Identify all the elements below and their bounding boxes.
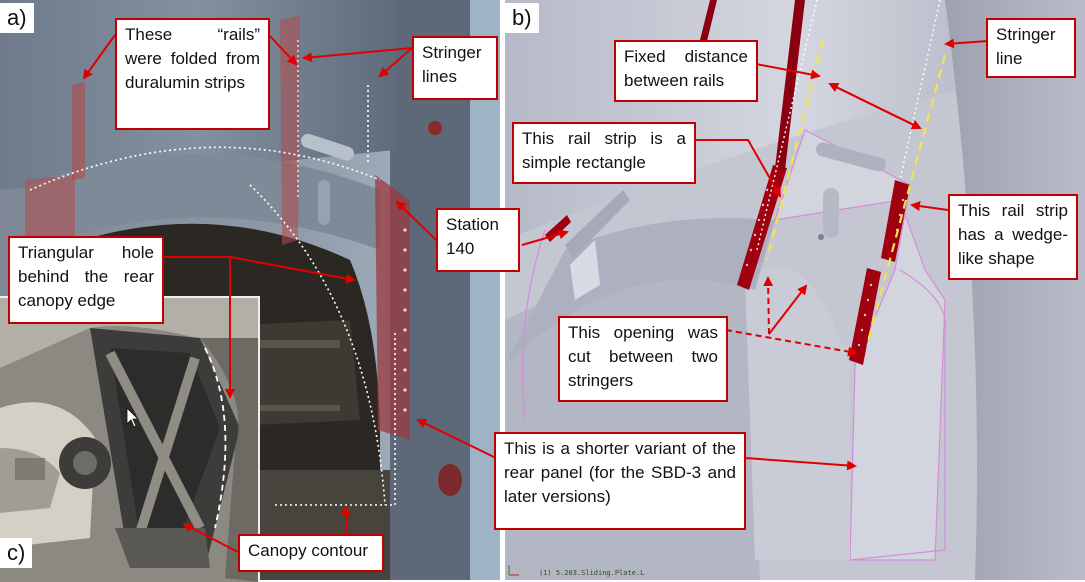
callout-rail-rectangle: This rail strip is a simple rectangle — [512, 122, 696, 184]
photo-panel-c — [0, 296, 260, 582]
panel-label-b: b) — [505, 3, 539, 33]
callout-triangular-hole: Triangular hole behind the rear canopy e… — [8, 236, 164, 324]
callout-fixed-distance: Fixed distance between rails — [614, 40, 758, 102]
callout-rail-wedge: This rail strip has a wedge-like shape — [948, 194, 1078, 280]
callout-stringer-lines: Stringer lines — [412, 36, 498, 100]
panel-label-c: c) — [0, 538, 33, 568]
callout-station: Station 140 — [436, 208, 520, 272]
canopy-photo-illustration — [0, 298, 258, 582]
callout-stringer-line: Stringer line — [986, 18, 1076, 78]
panel-label-a: a) — [0, 3, 34, 33]
callout-shorter-variant: This is a shorter variant of the rear pa… — [494, 432, 746, 530]
callout-canopy-contour: Canopy contour — [238, 534, 384, 572]
callout-rails: These “rails” were folded from duralumin… — [115, 18, 270, 130]
viewport-caption: (1) 5.203.Sliding.Plate.L — [539, 569, 645, 577]
callout-opening: This opening was cut between two stringe… — [558, 316, 728, 402]
